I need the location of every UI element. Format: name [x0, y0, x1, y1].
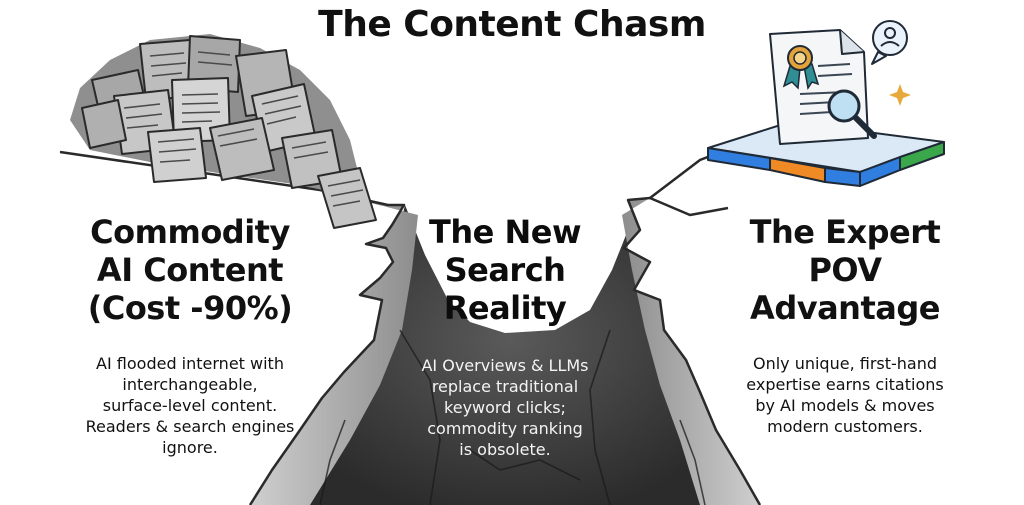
body-line: is obsolete. — [459, 440, 551, 459]
body-line: ignore. — [162, 438, 218, 457]
chasm-right-wall — [624, 198, 1024, 505]
expert-pov-heading: The Expert POV Advantage — [690, 213, 1000, 327]
search-reality-description: AI Overviews & LLMs replace traditional … — [380, 355, 630, 460]
person-speech-bubble-icon — [871, 20, 908, 65]
body-line: commodity ranking — [427, 419, 583, 438]
body-line: replace traditional — [431, 377, 579, 396]
heading-line: POV — [808, 251, 882, 289]
body-line: surface-level content. — [102, 396, 278, 415]
page-title: The Content Chasm — [318, 4, 706, 45]
heading-line: AI Content — [96, 251, 284, 289]
search-reality-heading: The New Search Reality — [380, 213, 630, 327]
body-line: Only unique, first-hand — [752, 354, 938, 373]
certified-document-magnifier-icon — [769, 29, 877, 145]
heading-line: (Cost -90%) — [87, 289, 293, 327]
body-line: Readers & search engines — [85, 417, 295, 436]
body-line: by AI models & moves — [755, 396, 935, 415]
body-line: AI Overviews & LLMs — [421, 356, 589, 375]
chasm-right-rim — [622, 196, 762, 505]
chasm-left-rim — [59, 150, 406, 505]
rock-fissures — [319, 329, 706, 505]
sparkle-icon — [889, 84, 911, 106]
search-reality-column: The New Search Reality AI Overviews & LL… — [380, 213, 630, 460]
expert-platform — [707, 121, 945, 187]
chasm-right-cliff — [622, 198, 760, 505]
body-line: expertise earns citations — [746, 375, 944, 394]
body-line: modern customers. — [767, 417, 923, 436]
heading-line: The Expert — [749, 213, 941, 251]
heading-line: Commodity — [90, 213, 290, 251]
heading-line: Reality — [443, 289, 567, 327]
commodity-description: AI flooded internet with interchangeable… — [40, 353, 340, 458]
body-line: keyword clicks; — [444, 398, 566, 417]
commodity-heading: Commodity AI Content (Cost -90%) — [40, 213, 340, 327]
document-pile-icon — [70, 34, 377, 229]
body-line: interchangeable, — [122, 375, 258, 394]
commodity-content-column: Commodity AI Content (Cost -90%) AI floo… — [40, 213, 340, 458]
heading-line: Advantage — [750, 289, 940, 327]
expert-pov-column: The Expert POV Advantage Only unique, fi… — [690, 213, 1000, 437]
body-line: AI flooded internet with — [96, 354, 284, 373]
chasm-left-wall — [0, 152, 404, 505]
chasm — [0, 138, 1024, 505]
chasm-left-cliff — [250, 190, 418, 505]
expert-pov-description: Only unique, first-hand expertise earns … — [690, 353, 1000, 437]
heading-line: The New — [429, 213, 582, 251]
heading-line: Search — [444, 251, 566, 289]
